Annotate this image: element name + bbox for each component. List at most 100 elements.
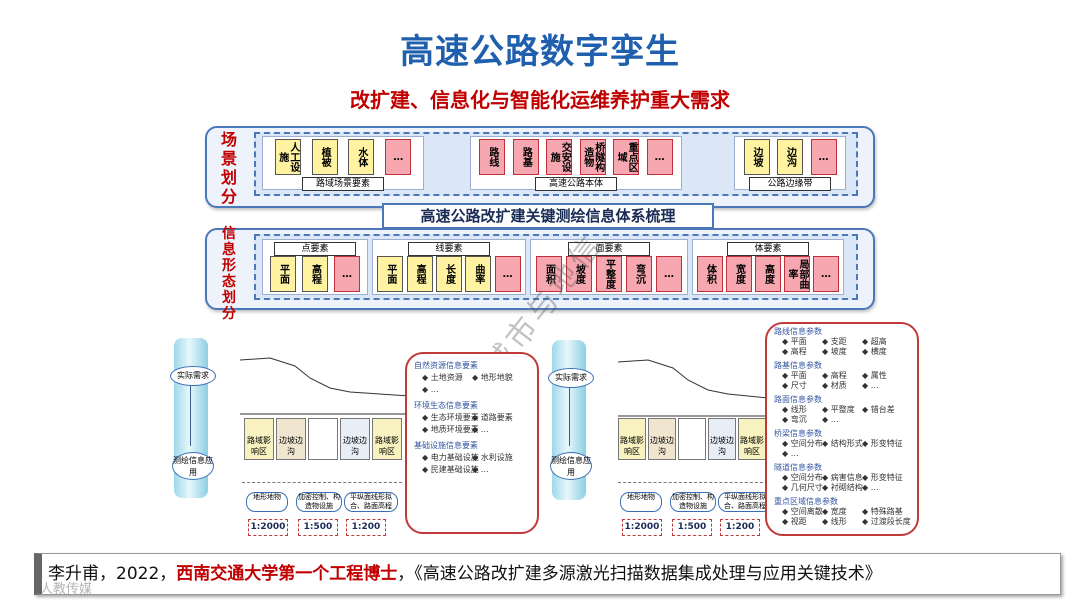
info-group-label: 体要素 <box>727 242 809 256</box>
right-zone: 边坡边沟 <box>708 418 736 460</box>
right-bubble <box>765 322 919 536</box>
left-scale-rule <box>242 482 402 483</box>
scene-box: 边坡 <box>743 139 770 175</box>
right-bubble-item: ◆ 错台差 <box>862 405 895 414</box>
left-terrain <box>240 357 410 415</box>
scene-box: 人工设施 <box>274 139 301 175</box>
scene-box: 重点区域 <box>613 139 640 175</box>
scene-box: … <box>385 139 412 175</box>
right-bubble-item: ◆ 空间离散 <box>782 507 823 516</box>
footer-highlight: 西南交通大学第一个工程博士 <box>176 564 398 584</box>
left-bubble <box>405 352 539 534</box>
right-scale: 1:500 <box>672 519 712 536</box>
info-group-label: 面要素 <box>568 242 650 256</box>
right-demand: 实际需求 <box>548 368 594 388</box>
info-box: 高程 <box>302 256 328 292</box>
right-scale: 1:2000 <box>622 519 662 536</box>
scene-group-label: 公路边缘带 <box>749 177 831 191</box>
right-bubble-item: ◆ 尺寸 <box>782 381 807 390</box>
right-zone: 边坡边沟 <box>648 418 676 460</box>
right-bubble-title: 重点区域信息参数 <box>774 497 838 506</box>
left-zone <box>308 418 338 460</box>
footer-author: 李升甫，2022， <box>48 564 177 584</box>
right-bubble-item: ◆ 结构形式 <box>822 439 863 448</box>
left-scale: 1:2000 <box>248 519 288 536</box>
right-bubble-item: ◆ 线形 <box>822 517 847 526</box>
left-bubble-item: ◆ 地质环境要素 <box>422 425 479 434</box>
scene-panel-label: 场景划分 <box>220 130 237 206</box>
left-bubble-item: ◆ … <box>422 385 439 394</box>
right-bubble-title: 路面信息参数 <box>774 395 822 404</box>
right-bubble-title: 隧道信息参数 <box>774 463 822 472</box>
center-bar: 高速公路改扩建关键测绘信息体系梳理 <box>382 203 714 229</box>
info-box: 体积 <box>697 256 723 292</box>
info-box: 坡度 <box>566 256 592 292</box>
info-box: … <box>813 256 839 292</box>
left-scale: 1:500 <box>298 519 338 536</box>
right-arrow <box>569 388 570 446</box>
info-box: 平整度 <box>596 256 622 292</box>
right-bubble-item: ◆ … <box>822 415 839 424</box>
right-bubble-title: 路基信息参数 <box>774 361 822 370</box>
right-bubble-item: ◆ … <box>782 449 799 458</box>
scene-box: 边沟 <box>777 139 803 175</box>
citation-footer: 李升甫，2022，西南交通大学第一个工程博士，《高速公路改扩建多源激光扫描数据集… <box>34 553 1061 595</box>
info-box: 高程 <box>406 256 433 292</box>
left-app: 测绘信息应用 <box>172 452 214 480</box>
left-bubble-title: 环境生态信息要素 <box>414 401 478 410</box>
right-bubble-title: 路线信息参数 <box>774 327 822 336</box>
right-pill: 平纵面线形拟合、路面高程 <box>718 492 772 512</box>
right-scale-rule <box>618 482 768 483</box>
info-box: 宽度 <box>726 256 752 292</box>
info-panel-label: 信息形态划分 <box>222 226 236 322</box>
right-bubble-item: ◆ 超高 <box>862 337 887 346</box>
right-zone <box>678 418 706 460</box>
right-bubble-item: ◆ … <box>862 381 879 390</box>
right-bubble-item: ◆ 高程 <box>782 347 807 356</box>
right-bubble-item: ◆ 空间分布 <box>782 473 823 482</box>
left-scale: 1:200 <box>346 519 386 536</box>
left-zone: 路域影响区 <box>372 418 402 460</box>
left-pill: 平纵面线形拟合、路面高程 <box>344 492 398 512</box>
scene-box: 交安设施 <box>546 139 573 175</box>
scene-box: 桥隧构造物 <box>579 139 606 175</box>
left-bubble-item: ◆ 生态环境要素 <box>422 413 479 422</box>
info-box: 长度 <box>436 256 462 292</box>
right-bubble-item: ◆ 坡度 <box>822 347 847 356</box>
left-zone: 边坡边沟 <box>340 418 370 460</box>
right-pill: 地形地物 <box>620 492 662 512</box>
info-box: … <box>494 256 521 292</box>
right-bubble-item: ◆ 材质 <box>822 381 847 390</box>
scene-box: 水体 <box>348 139 375 175</box>
right-bubble-item: ◆ 几何尺寸 <box>782 483 823 492</box>
scene-box: 路线 <box>479 139 506 175</box>
info-box: … <box>656 256 682 292</box>
right-bubble-item: ◆ 支距 <box>822 337 847 346</box>
scene-box: 路基 <box>512 139 539 175</box>
right-bubble-item: ◆ … <box>862 483 879 492</box>
left-bubble-item: ◆ … <box>472 465 489 474</box>
info-box: 局部曲率 <box>784 256 810 292</box>
scene-box: … <box>646 139 673 175</box>
right-bubble-item: ◆ 高程 <box>822 371 847 380</box>
scene-group-label: 路域场景要素 <box>302 177 384 191</box>
footer-rest: ，《高速公路改扩建多源激光扫描数据集成处理与应用关键技术》 <box>397 564 882 584</box>
left-zone: 边坡边沟 <box>276 418 306 460</box>
right-bubble-item: ◆ 病害信息 <box>822 473 863 482</box>
right-bubble-item: ◆ 过渡段长度 <box>862 517 911 526</box>
left-arrow <box>190 386 191 446</box>
right-bubble-item: ◆ 空间分布 <box>782 439 823 448</box>
left-bubble-item: ◆ 土地资源 <box>422 373 463 382</box>
right-bubble-item: ◆ 形变特征 <box>862 439 903 448</box>
right-pill: 加密控制、构造物设施 <box>670 492 716 512</box>
left-pill: 加密控制、构造物设施 <box>296 492 342 512</box>
left-zone: 路域影响区 <box>244 418 274 460</box>
right-app: 测绘信息应用 <box>550 452 592 480</box>
scene-box: 植被 <box>311 139 338 175</box>
info-box: 平面 <box>270 256 296 292</box>
scene-box: … <box>810 139 837 175</box>
page-subtitle: 改扩建、信息化与智能化运维养护重大需求 <box>350 88 730 112</box>
scene-group-label: 高速公路本体 <box>535 177 617 191</box>
left-bubble-title: 基础设施信息要素 <box>414 441 478 450</box>
left-bubble-item: ◆ 民建基础设施 <box>422 465 479 474</box>
